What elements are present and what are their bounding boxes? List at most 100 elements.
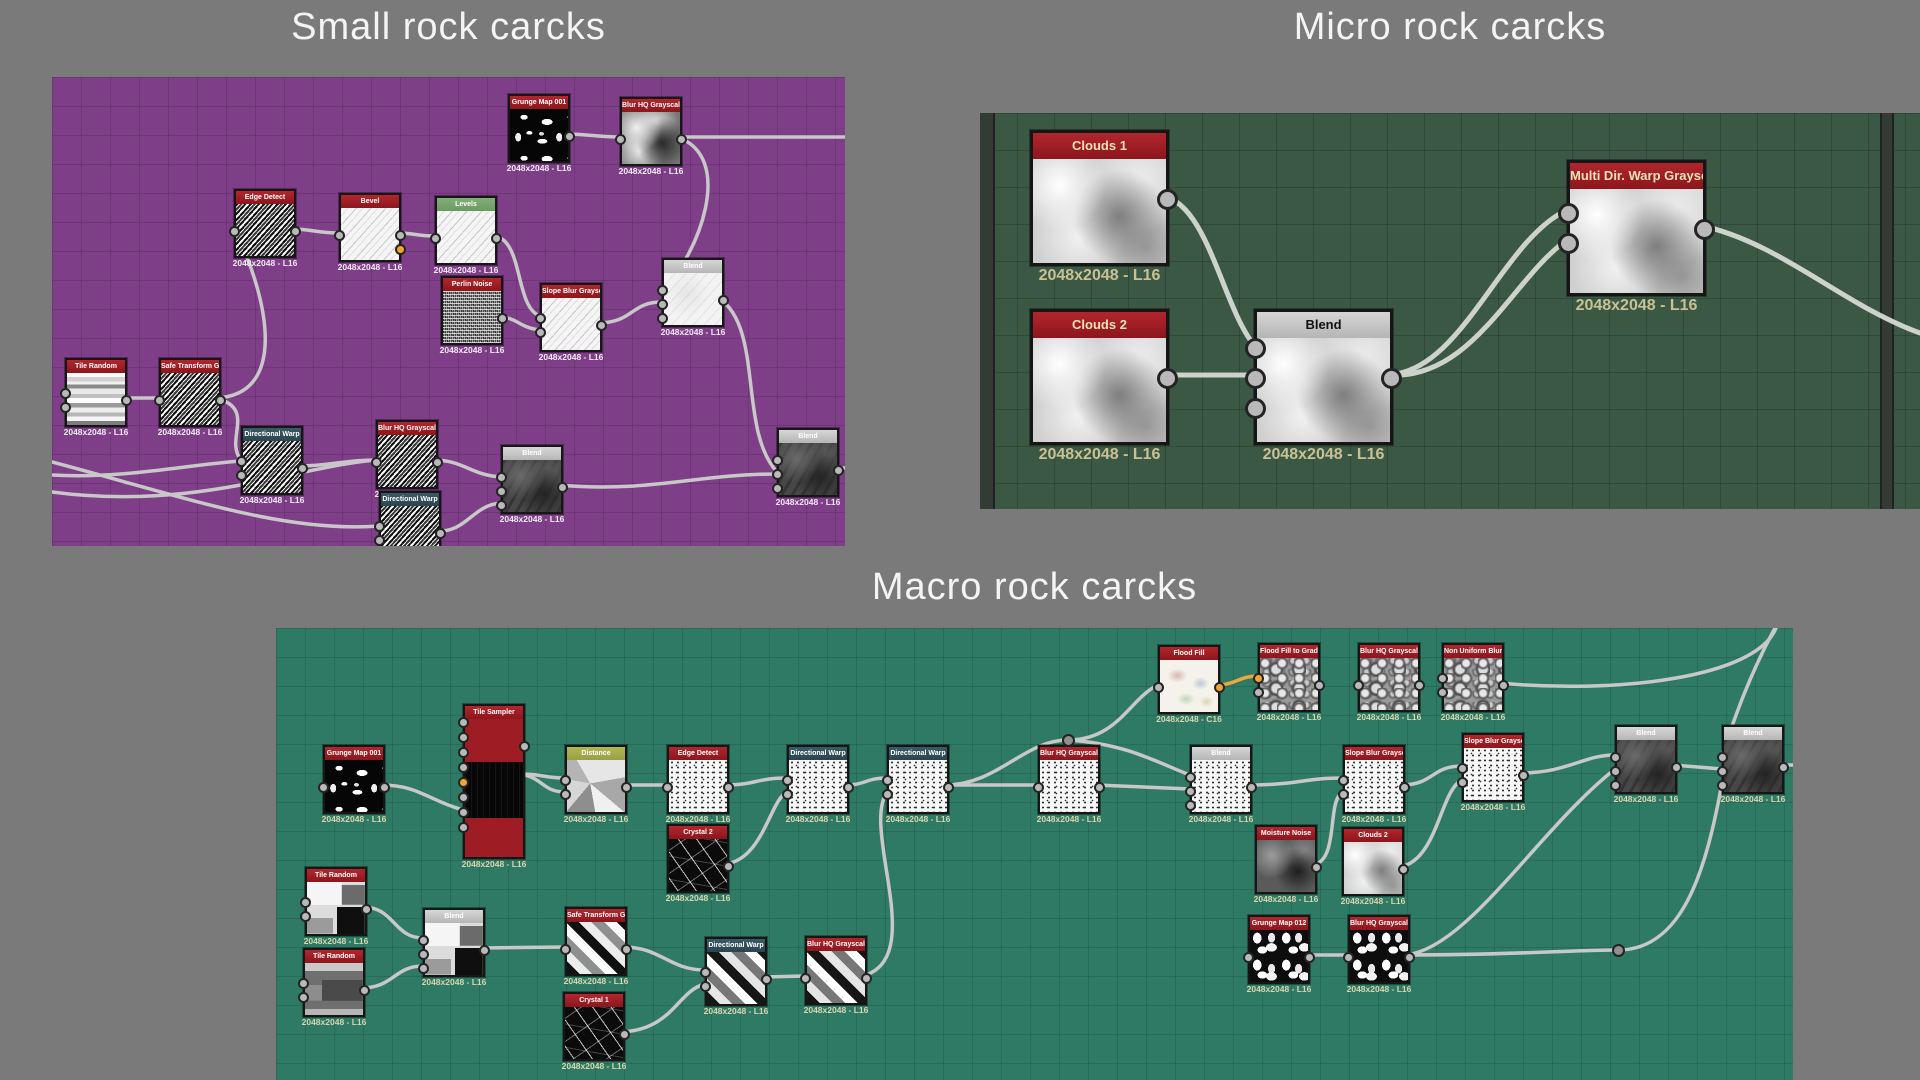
input-port[interactable] [657, 285, 668, 296]
input-port[interactable] [700, 981, 711, 992]
output-port[interactable] [1311, 862, 1322, 873]
input-port[interactable] [535, 327, 546, 338]
input-port[interactable] [334, 230, 345, 241]
graph-node-safe-transform-grays[interactable]: Safe Transform Grays...2048x2048 - L16 [560, 907, 632, 986]
input-port[interactable] [300, 911, 311, 922]
output-port[interactable] [1498, 680, 1509, 691]
output-port[interactable] [435, 528, 446, 539]
input-port[interactable] [418, 963, 429, 974]
input-port[interactable] [374, 535, 385, 546]
input-port[interactable] [1610, 766, 1621, 777]
output-port[interactable] [1694, 219, 1715, 240]
output-port-secondary[interactable] [395, 244, 406, 255]
output-port[interactable] [497, 313, 508, 324]
output-port[interactable] [121, 395, 132, 406]
input-port[interactable] [1185, 772, 1196, 783]
input-port[interactable] [496, 472, 507, 483]
input-port[interactable] [430, 233, 441, 244]
input-port[interactable] [800, 973, 811, 984]
input-port[interactable] [298, 992, 309, 1003]
input-port[interactable] [1717, 780, 1728, 791]
output-port[interactable] [1518, 770, 1529, 781]
input-port[interactable] [1437, 687, 1448, 698]
reroute-dot[interactable] [1612, 944, 1625, 957]
input-port[interactable] [1253, 673, 1264, 684]
input-port[interactable] [700, 967, 711, 978]
output-port[interactable] [1778, 762, 1789, 773]
input-port[interactable] [535, 313, 546, 324]
input-port[interactable] [1338, 789, 1349, 800]
output-port[interactable] [1414, 680, 1425, 691]
input-port[interactable] [1353, 680, 1364, 691]
output-port[interactable] [491, 233, 502, 244]
output-port[interactable] [943, 782, 954, 793]
input-port[interactable] [1717, 752, 1728, 763]
output-port[interactable] [621, 782, 632, 793]
input-port[interactable] [1558, 203, 1579, 224]
input-port[interactable] [298, 978, 309, 989]
input-port[interactable] [60, 388, 71, 399]
input-port[interactable] [1343, 952, 1354, 963]
output-port[interactable] [1094, 782, 1105, 793]
input-port[interactable] [1457, 777, 1468, 788]
output-port[interactable] [843, 782, 854, 793]
output-port[interactable] [557, 482, 568, 493]
graph-node-non-uniform-blur-gray[interactable]: Non Uniform Blur Gray...2048x2048 - L16 [1437, 643, 1509, 722]
input-port[interactable] [1245, 368, 1266, 389]
output-port[interactable] [723, 861, 734, 872]
output-port[interactable] [1398, 864, 1409, 875]
output-port[interactable] [861, 973, 872, 984]
input-port[interactable] [782, 775, 793, 786]
output-port[interactable] [1404, 952, 1415, 963]
input-port[interactable] [657, 313, 668, 324]
output-port[interactable] [379, 782, 390, 793]
input-port[interactable] [236, 456, 247, 467]
output-port[interactable] [621, 944, 632, 955]
input-port[interactable] [1610, 780, 1621, 791]
output-port[interactable] [1671, 762, 1682, 773]
output-port[interactable] [359, 985, 370, 996]
input-port[interactable] [458, 792, 469, 803]
input-port[interactable] [662, 782, 673, 793]
input-port[interactable] [418, 935, 429, 946]
input-port[interactable] [560, 789, 571, 800]
input-port[interactable] [458, 822, 469, 833]
reroute-dot[interactable] [1062, 734, 1075, 747]
input-port[interactable] [374, 521, 385, 532]
output-port[interactable] [1381, 368, 1402, 389]
output-port[interactable] [1157, 189, 1178, 210]
output-port[interactable] [1304, 952, 1315, 963]
input-port[interactable] [782, 789, 793, 800]
output-port[interactable] [290, 226, 301, 237]
output-port[interactable] [297, 463, 308, 474]
